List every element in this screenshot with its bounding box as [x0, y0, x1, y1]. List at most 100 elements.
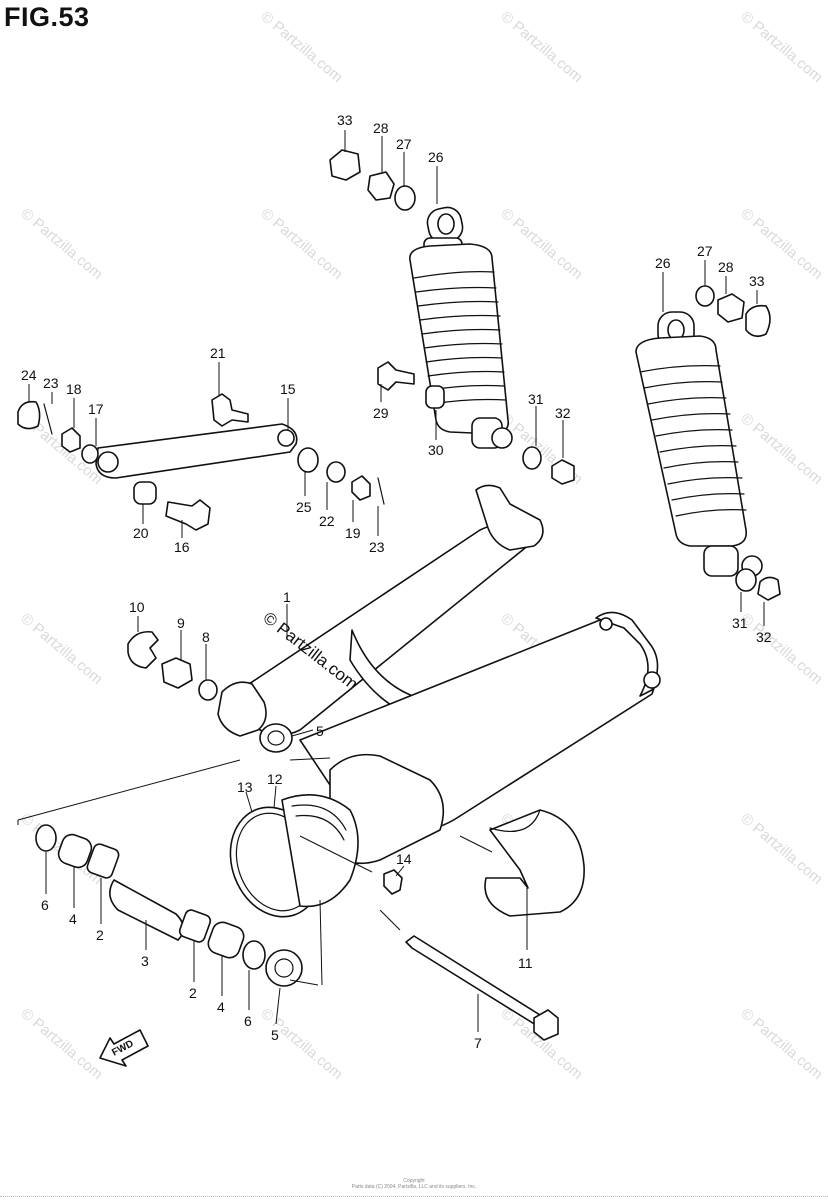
washer-6-right — [242, 940, 266, 970]
watermark-text: © Partzilla.com — [497, 205, 585, 283]
washer-8 — [198, 679, 218, 701]
drive-boot-assembly — [229, 794, 403, 918]
collar-20 — [133, 481, 157, 505]
washer-27-right — [695, 285, 715, 307]
washer-17 — [81, 444, 99, 464]
callout-29: 29 — [373, 405, 389, 421]
callout-11: 11 — [518, 955, 533, 971]
screw-14 — [383, 869, 403, 895]
callout-33: 33 — [749, 273, 765, 289]
copyright-footer: Copyright Parts data (C) 2004, Partzilla… — [0, 1178, 828, 1190]
callout-17: 17 — [88, 401, 104, 417]
callout-14: 14 — [396, 851, 412, 867]
callout-32: 32 — [555, 405, 571, 421]
collar-30 — [425, 385, 445, 409]
cover-11 — [484, 809, 585, 917]
nut-19 — [351, 475, 371, 501]
rear-shock-absorber-right — [635, 311, 763, 577]
callout-numbers: 33 28 27 26 26 27 28 33 21 24 23 18 17 1… — [21, 112, 772, 1051]
bolt-16 — [165, 499, 211, 531]
spacer-3 — [109, 879, 185, 941]
footer-line-2: Parts data (C) 2004, Partzilla, LLC and … — [351, 1184, 477, 1190]
callout-6-left: 6 — [41, 897, 49, 913]
callout-24: 24 — [21, 367, 37, 383]
callout-3: 3 — [141, 953, 149, 969]
fwd-arrow-icon: FWD — [99, 1029, 149, 1067]
watermark-text: © Partzilla.com — [737, 810, 825, 888]
callout-25: 25 — [296, 499, 312, 515]
nut-28-left — [367, 171, 395, 201]
callout-28: 28 — [373, 120, 389, 136]
callout-1: 1 — [283, 589, 291, 605]
shock-mount-hardware — [329, 149, 781, 601]
washer-31-lower — [735, 568, 757, 592]
reference-lines — [17, 757, 493, 986]
callout-6-right: 6 — [244, 1013, 252, 1029]
needle-bearing-2-left — [86, 843, 120, 879]
callout-21: 21 — [210, 345, 226, 361]
torque-link-15 — [95, 423, 298, 479]
callout-4-right: 4 — [217, 999, 225, 1015]
nut-18 — [61, 427, 81, 453]
watermark-text: © Partzilla.com — [737, 1005, 825, 1083]
callout-23: 23 — [43, 375, 59, 391]
callout-22: 22 — [319, 513, 335, 529]
cap-nut-32-upper — [551, 459, 575, 485]
callout-23: 23 — [369, 539, 385, 555]
watermark-text: © Partzilla.com — [497, 8, 585, 86]
needle-bearing-2-right — [178, 909, 212, 943]
callout-18: 18 — [66, 381, 82, 397]
watermark-text: © Partzilla.com — [737, 410, 825, 488]
callout-8: 8 — [202, 629, 210, 645]
callout-20: 20 — [133, 525, 149, 541]
watermark-text: © Partzilla.com — [257, 8, 345, 86]
callout-31: 31 — [528, 391, 544, 407]
washer-31-upper — [522, 446, 542, 470]
callout-26: 26 — [655, 255, 671, 271]
lock-washer-10 — [127, 630, 159, 669]
callout-10: 10 — [129, 599, 145, 615]
callout-26: 26 — [428, 149, 444, 165]
callout-31: 31 — [732, 615, 748, 631]
cap-nut-33-left — [329, 149, 361, 181]
watermark-text: © Partzilla.com — [17, 1005, 105, 1083]
callout-4-left: 4 — [69, 911, 77, 927]
dust-seal-5-lower — [265, 949, 303, 987]
washer-25 — [297, 447, 319, 473]
callout-7: 7 — [474, 1035, 482, 1051]
watermark-text: © Partzilla.com — [257, 1005, 345, 1083]
callout-30: 30 — [428, 442, 444, 458]
callout-9: 9 — [177, 615, 185, 631]
callout-27: 27 — [396, 136, 412, 152]
cap-33-right — [745, 304, 771, 338]
watermark-text: © Partzilla.com — [17, 205, 105, 283]
washer-22 — [326, 461, 346, 483]
callout-33: 33 — [337, 112, 353, 128]
watermark-text: © Partzilla.com — [737, 205, 825, 283]
bolt-29 — [377, 361, 415, 391]
cotter-pin-23-left — [43, 403, 53, 435]
callout-28: 28 — [718, 259, 734, 275]
watermark-text: © Partzilla.com — [737, 8, 825, 86]
callout-2-left: 2 — [96, 927, 104, 943]
pivot-hardware — [127, 630, 293, 753]
callout-12: 12 — [267, 771, 283, 787]
boot-12 — [281, 794, 359, 908]
rear-shock-absorber-left — [409, 206, 513, 449]
bearing-4-right — [207, 921, 245, 959]
watermark-text: © Partzilla.com — [737, 610, 825, 688]
pivot-boss — [217, 681, 267, 737]
callout-16: 16 — [174, 539, 190, 555]
footer-line-1: Copyright — [403, 1178, 425, 1184]
nut-28-right — [717, 293, 745, 323]
bearing-4-left — [57, 833, 93, 869]
axle-bolt-7 — [405, 935, 559, 1041]
callout-27: 27 — [697, 243, 713, 259]
figure-title: FIG.53 — [4, 2, 90, 32]
watermark-text: © Partzilla.com — [257, 205, 345, 283]
washer-6-left — [35, 824, 57, 852]
callout-2-right: 2 — [189, 985, 197, 1001]
callout-19: 19 — [345, 525, 361, 541]
callout-32: 32 — [756, 629, 772, 645]
nut-9 — [161, 657, 193, 689]
